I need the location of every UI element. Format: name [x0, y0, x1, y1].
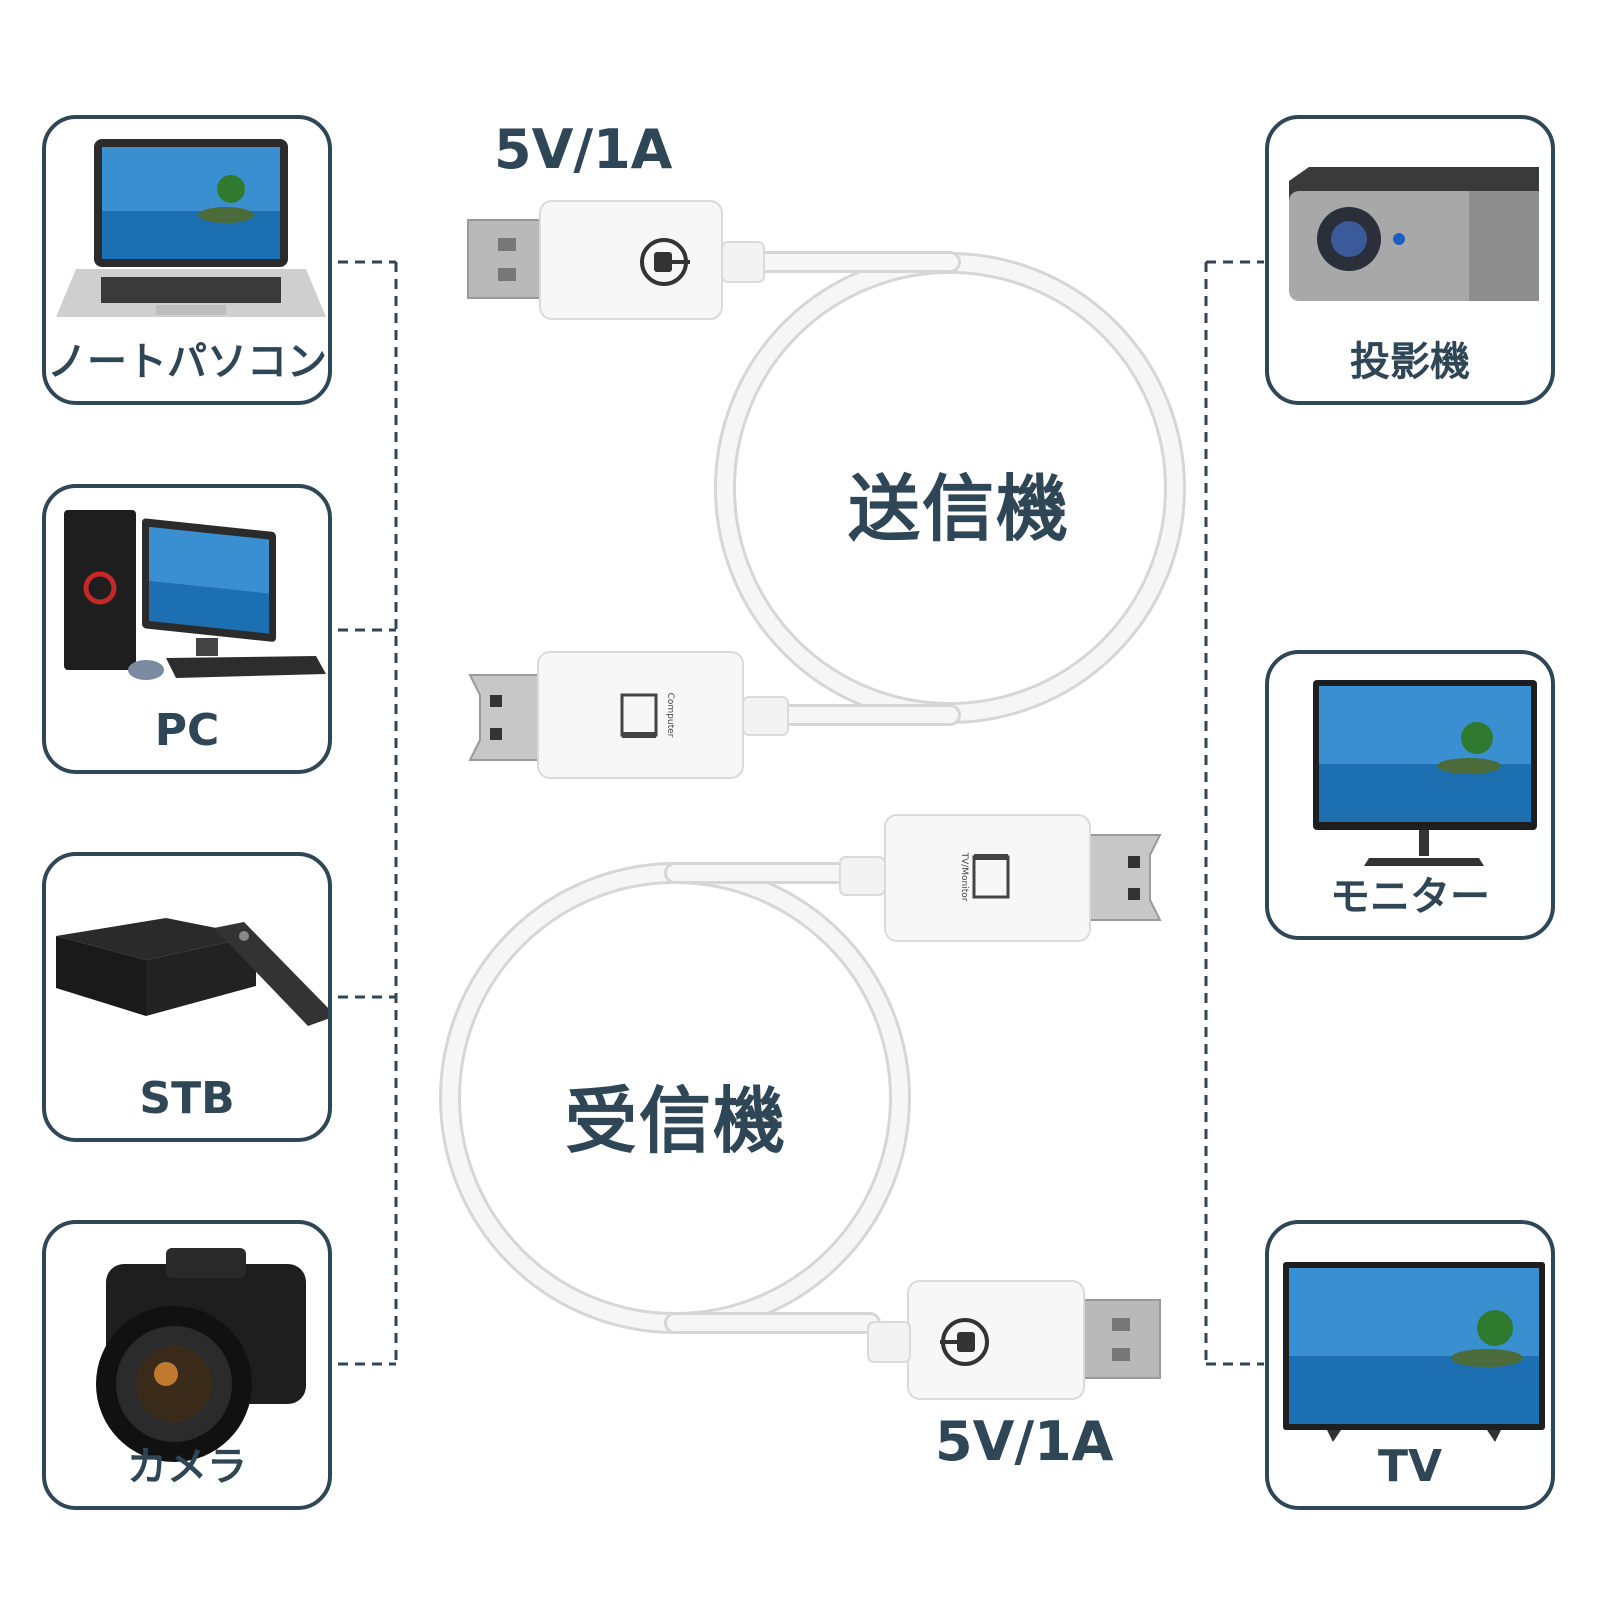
receiver-cable: [439, 862, 911, 1334]
device-card-tv: TV: [1265, 1220, 1555, 1510]
set-top-box-icon: [56, 918, 328, 1026]
monitor-icon: [1313, 680, 1537, 866]
device-card-camera: カメラ: [42, 1220, 332, 1510]
device-label: PC: [154, 705, 220, 756]
receiver-port-label: TV/Monitor: [959, 852, 969, 902]
right-connector-lines: [1204, 260, 1264, 1366]
transmitter-hdmi-plug: Computer: [468, 651, 789, 779]
receiver-hdmi-plug: TV/Monitor: [839, 814, 1162, 942]
device-label: モニター: [1330, 874, 1490, 920]
transmitter-cable: [714, 251, 1186, 726]
desktop-pc-icon: [64, 510, 326, 680]
transmitter-port-label: Computer: [665, 693, 675, 738]
computer-port-icon: [620, 693, 658, 738]
transmitter-power-rating: 5V/1A: [494, 118, 673, 181]
transmitter-usb-plug: [467, 200, 765, 320]
monitor-port-icon: [972, 854, 1010, 899]
left-connector-lines: [338, 260, 398, 1366]
power-icon: [640, 238, 690, 286]
laptop-icon: [56, 139, 326, 317]
projector-icon: [1289, 167, 1539, 301]
device-label: ノートパソコン: [47, 339, 327, 385]
receiver-usb-plug: [867, 1280, 1161, 1400]
device-card-stb: STB: [42, 852, 332, 1142]
transmitter-label: 送信機: [848, 467, 1071, 551]
device-label: STB: [139, 1073, 235, 1124]
device-label: カメラ: [127, 1444, 247, 1490]
device-label: 投影機: [1350, 339, 1470, 385]
receiver-power-rating: 5V/1A: [935, 1410, 1114, 1473]
device-card-pc: PC: [42, 484, 332, 774]
camera-icon: [96, 1248, 306, 1462]
receiver-label: 受信機: [565, 1079, 788, 1163]
device-card-monitor: モニター: [1265, 650, 1555, 940]
tv-icon: [1283, 1262, 1545, 1442]
power-icon: [940, 1318, 989, 1366]
device-label: TV: [1377, 1441, 1443, 1492]
device-card-laptop: ノートパソコン: [42, 115, 332, 405]
device-card-projector: 投影機: [1265, 115, 1555, 405]
